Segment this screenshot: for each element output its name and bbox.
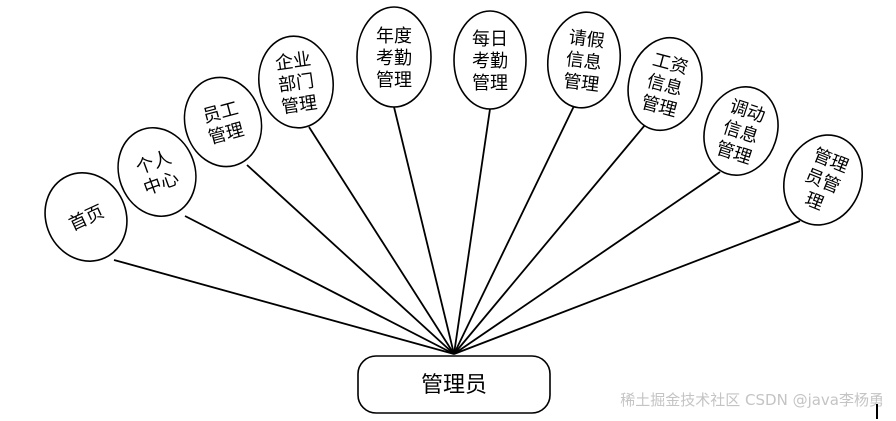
node-ellipse (183, 76, 263, 168)
node-ellipse (117, 126, 197, 218)
node-label-line: 信息 (565, 49, 603, 74)
node-label-line: 考勤 (376, 48, 412, 69)
edge-employee-management (246, 164, 455, 355)
node-ellipse (627, 36, 703, 132)
edge-daily-attendance-management (453, 108, 491, 355)
edges (113, 105, 801, 355)
edge-personal-center (184, 215, 455, 355)
node-label-line: 管理 (280, 92, 319, 118)
node-label-line: 管理 (376, 70, 412, 91)
edge-salary-management (453, 124, 646, 355)
node-label-line: 管理 (562, 71, 600, 96)
watermark: 稀土掘金技术社区 CSDN @java李杨勇 (620, 391, 884, 409)
edge-leave-management (453, 105, 575, 355)
edge-transfer-management (453, 171, 721, 355)
node-ellipse (356, 6, 432, 108)
node-ellipse (44, 172, 128, 262)
root-node: 管理员 (357, 355, 551, 414)
node-label-line: 请假 (567, 27, 605, 52)
node-ellipse (703, 85, 779, 177)
node-ellipse (782, 134, 864, 226)
node-label-line: 考勤 (472, 51, 508, 72)
node-home: 首页 (44, 172, 128, 262)
node-label-line: 每日 (472, 29, 508, 50)
node-ellipse (453, 10, 527, 110)
node-label-line: 企业 (274, 49, 313, 75)
corner-mark (876, 404, 878, 419)
edge-admin-management (453, 220, 801, 355)
node-label-line: 管理 (472, 73, 508, 94)
node-label-line: 部门 (277, 71, 316, 97)
edge-home (113, 259, 455, 355)
root-label: 管理员 (421, 373, 487, 398)
node-label-line: 年度 (376, 26, 412, 47)
edge-annual-attendance-management (393, 106, 455, 355)
function-nodes: 首页个人中心员工管理企业部门管理年度考勤管理每日考勤管理请假信息管理工资信息管理… (44, 6, 864, 262)
edge-department-management (308, 126, 455, 355)
